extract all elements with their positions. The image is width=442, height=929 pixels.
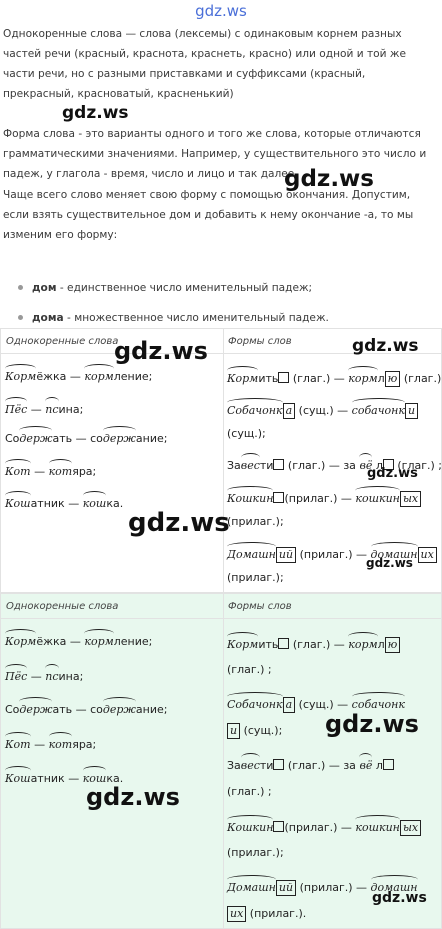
list-item: дом - единственное число именительный па… xyxy=(4,273,440,303)
form-row: (прилаг.); xyxy=(227,846,284,859)
watermark: gdz.ws xyxy=(352,336,419,356)
table-header: Однокоренные слова xyxy=(6,336,119,347)
form-row: и (сущ.); xyxy=(227,723,282,739)
form-row: (прилаг.); xyxy=(227,571,284,584)
watermark: gdz.ws xyxy=(128,508,230,538)
form-row: (глаг.) ; xyxy=(227,663,272,676)
cognate-row: Содержать — содержание; xyxy=(5,703,168,716)
watermark: gdz.ws xyxy=(114,337,208,365)
form-row: их (прилаг.). xyxy=(227,906,306,922)
list-item: дома - множественное число именительный … xyxy=(4,303,440,333)
cognate-row: Кормёжка — кормление; xyxy=(5,370,153,383)
watermark: gdz.ws xyxy=(284,166,374,192)
table-header: Однокоренные слова xyxy=(6,601,119,612)
paragraph-definition: Однокоренные слова — слова (лексемы) с о… xyxy=(3,28,406,100)
watermark: gdz.ws xyxy=(372,890,427,906)
cognate-row: Кот — котяра; xyxy=(5,465,97,478)
watermark: gdz.ws xyxy=(366,556,413,570)
form-row: (сущ.); xyxy=(227,427,266,440)
bullet-list: дом - единственное число именительный па… xyxy=(4,273,440,333)
form-row: Завести (глаг.) — за вё л xyxy=(227,759,394,772)
watermark: gdz.ws xyxy=(325,710,419,738)
cognate-row: Кошатник — кошка. xyxy=(5,497,124,510)
cognate-row: Пёс — псина; xyxy=(5,670,84,683)
form-row: Завести (глаг.) — за вё л (глаг.) ; xyxy=(227,459,442,472)
paragraph-endings: Чаще всего слово меняет свою форму с пом… xyxy=(3,189,414,241)
table-header: Формы слов xyxy=(228,601,292,612)
watermark: gdz.ws xyxy=(86,783,180,811)
form-row: (глаг.) ; xyxy=(227,785,272,798)
table-header: Формы слов xyxy=(228,336,292,347)
cognate-row: Содержать — содержание; xyxy=(5,432,168,445)
cognate-row: Пёс — псина; xyxy=(5,403,84,416)
cognate-row: Кошатник — кошка. xyxy=(5,772,124,785)
paragraph-word-form: Форма слова - это варианты одного и того… xyxy=(3,128,427,180)
form-row: (прилаг.); xyxy=(227,515,284,528)
watermark: gdz.ws xyxy=(367,466,418,481)
cognate-row: Кормёжка — кормление; xyxy=(5,635,153,648)
watermark-top: gdz.ws xyxy=(195,2,247,20)
watermark: gdz.ws xyxy=(62,103,129,123)
cognate-row: Кот — котяра; xyxy=(5,738,97,751)
